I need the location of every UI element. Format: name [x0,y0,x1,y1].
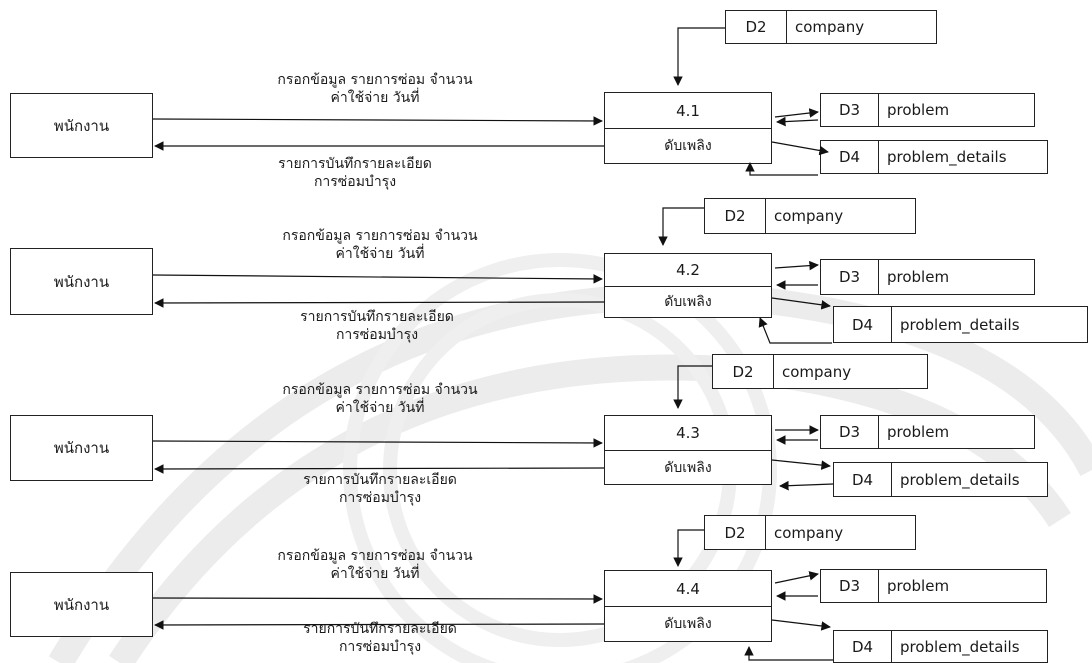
store-name: problem_details [900,315,1020,334]
flow-label-line: กรอกข้อมูล รายการซ่อม จำนวน [277,72,473,88]
process-1: 4.1 ดับเพลิง [604,92,772,164]
store-name: company [774,207,844,225]
process-id: 4.4 [605,571,771,607]
store-name: company [774,523,844,542]
flow-label-input: กรอกข้อมูล รายการซ่อม จำนวนค่าใช้จ่าย วั… [225,71,525,107]
store-id: D3 [821,416,879,448]
store-name: company [782,362,852,381]
data-store-d2: D2 company [704,198,916,234]
external-entity-employee: พนักงาน [10,93,153,158]
store-name: problem_details [900,637,1020,656]
store-id: D3 [821,570,879,602]
data-store-d4: D4 problem_details [833,306,1088,343]
process-id: 4.3 [605,416,771,451]
flow-label-line: การซ่อมบำรุง [335,327,419,343]
store-name: problem [887,101,950,119]
flow-label-line: ค่าใช้จ่าย วันที่ [330,90,420,106]
data-store-d4: D4 problem_details [833,630,1048,663]
flow-label-line: การซ่อมบำรุง [313,174,397,190]
process-name: ดับเพลิง [664,616,712,632]
external-entity-employee: พนักงาน [10,248,153,315]
data-store-d2: D2 company [712,354,928,389]
store-name: problem_details [887,148,1007,166]
store-name: problem [887,268,950,286]
external-entity-employee: พนักงาน [10,415,153,481]
process-4: 4.4 ดับเพลิง [604,570,772,642]
process-name: ดับเพลิง [664,138,712,154]
flow-label-line: กรอกข้อมูล รายการซ่อม จำนวน [277,548,473,564]
data-store-d4: D4 problem_details [820,140,1048,174]
process-id: 4.1 [605,93,771,129]
data-store-d2: D2 company [704,515,916,550]
data-store-d4: D4 problem_details [833,462,1048,497]
process-2: 4.2 ดับเพลิง [604,253,772,318]
store-name: problem_details [900,470,1020,489]
flow-label-output: รายการบันทึกรายละเอียดการซ่อมบำรุง [250,471,510,507]
flow-label-input: กรอกข้อมูล รายการซ่อม จำนวนค่าใช้จ่าย วั… [230,381,530,417]
flow-label-line: ค่าใช้จ่าย วันที่ [335,246,425,262]
external-entity-employee: พนักงาน [10,572,153,637]
data-store-d3: D3 problem [820,415,1035,449]
entity-label: พนักงาน [53,116,110,135]
flow-label-line: ค่าใช้จ่าย วันที่ [330,566,420,582]
store-id: D2 [705,516,766,549]
flow-label-line: กรอกข้อมูล รายการซ่อม จำนวน [282,228,478,244]
flow-label-line: การซ่อมบำรุง [338,490,422,506]
flow-label-line: รายการบันทึกรายละเอียด [300,309,454,325]
store-id: D3 [821,260,879,294]
store-id: D4 [834,463,892,496]
flow-label-line: การซ่อมบำรุง [338,639,422,655]
store-id: D4 [834,631,892,662]
data-store-d3: D3 problem [820,569,1047,603]
flow-label-output: รายการบันทึกรายละเอียดการซ่อมบำรุง [225,155,485,191]
store-name: problem [887,423,950,441]
data-store-d3: D3 problem [820,259,1035,295]
store-name: company [795,18,865,36]
entity-label: พนักงาน [53,595,110,614]
store-id: D3 [821,94,879,126]
process-id: 4.2 [605,254,771,287]
flow-label-line: กรอกข้อมูล รายการซ่อม จำนวน [282,382,478,398]
entity-label: พนักงาน [53,272,110,291]
flow-label-line: รายการบันทึกรายละเอียด [303,472,457,488]
store-id: D4 [834,307,892,342]
store-id: D2 [705,199,766,233]
data-store-d3: D3 problem [820,93,1035,127]
process-name: ดับเพลิง [664,459,712,476]
store-id: D2 [726,11,787,43]
flow-label-input: กรอกข้อมูล รายการซ่อม จำนวนค่าใช้จ่าย วั… [230,227,530,263]
store-id: D2 [713,355,774,388]
flow-label-output: รายการบันทึกรายละเอียดการซ่อมบำรุง [250,620,510,656]
process-3: 4.3 ดับเพลิง [604,415,772,485]
flow-label-line: รายการบันทึกรายละเอียด [303,621,457,637]
flow-label-output: รายการบันทึกรายละเอียดการซ่อมบำรุง [247,308,507,344]
flow-label-input: กรอกข้อมูล รายการซ่อม จำนวนค่าใช้จ่าย วั… [225,547,525,583]
flow-label-line: ค่าใช้จ่าย วันที่ [335,400,425,416]
flow-label-line: รายการบันทึกรายละเอียด [278,156,432,172]
store-name: problem [887,577,950,595]
entity-label: พนักงาน [53,439,110,457]
data-store-d2: D2 company [725,10,937,44]
store-id: D4 [821,141,879,173]
process-name: ดับเพลิง [664,293,712,310]
